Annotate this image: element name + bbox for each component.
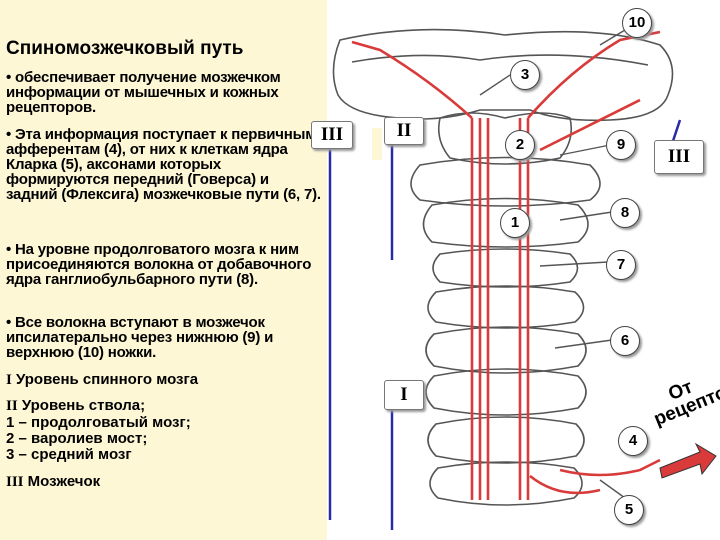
number-4: 4 [618, 426, 648, 456]
legend-level-ii: II Уровень ствола; [6, 397, 146, 414]
legend-level-iii: III Мозжечок [6, 473, 101, 490]
legend-medulla: 1 – продолговатый мозг; [6, 414, 191, 431]
paragraph-afferents: • Эта информация поступает к первичным а… [6, 126, 321, 203]
fiber-clarke [529, 474, 601, 495]
number-7: 7 [606, 250, 636, 280]
spinal-section-2 [427, 285, 585, 329]
leader-5 [599, 479, 626, 499]
legend-midbrain: 3 – средний мозг [6, 446, 132, 463]
number-1: 1 [500, 208, 530, 238]
midbrain-section [437, 112, 573, 165]
paragraph-function: • обеспечивает получение мозжечком инфор… [6, 69, 281, 116]
level-marker-iii-right: III [654, 140, 704, 174]
number-2: 2 [505, 130, 535, 160]
fiber-top-right [527, 30, 661, 119]
page-title: Спиномозжечковый путь [6, 38, 244, 59]
spinal-section-6 [429, 461, 583, 506]
leader-10 [599, 29, 626, 46]
number-8: 8 [610, 198, 640, 228]
number-9: 9 [606, 130, 636, 160]
fiber-top-left [351, 40, 473, 119]
paragraph-peduncles: • Все волокна вступают в мозжечок ипсила… [6, 314, 274, 361]
text-panel-strip [372, 128, 382, 160]
number-10: 10 [622, 8, 652, 38]
level-marker-ii: II [384, 117, 424, 145]
legend-pons: 2 – варолиев мост; [6, 430, 148, 447]
receptor-label: От рецепторов [650, 369, 720, 431]
level-marker-i: I [384, 380, 424, 410]
spinal-section-4 [425, 368, 587, 416]
pons-section [410, 156, 601, 207]
level-marker-iii-left: III [311, 121, 353, 149]
text-panel [0, 0, 327, 540]
cerebellum-outline [332, 28, 674, 122]
leader-3 [479, 74, 511, 96]
leader-6 [554, 339, 613, 349]
receptor-arrow [659, 442, 717, 479]
fiber-entry [559, 458, 661, 477]
paragraph-medulla: • На уровне продолговатого мозга к ним п… [6, 241, 312, 288]
leader-7 [539, 261, 609, 267]
spinal-section-3 [425, 326, 587, 374]
number-6: 6 [610, 326, 640, 356]
number-3: 3 [510, 60, 540, 90]
number-leaders [479, 29, 626, 499]
spinal-section-5 [427, 416, 585, 464]
leader-8 [559, 211, 613, 221]
legend-level-i: I Уровень спинного мозга [6, 371, 199, 388]
spinal-section-1 [432, 248, 579, 288]
leader-9 [559, 144, 611, 156]
cerebellum-inner [351, 54, 649, 66]
level-markers [318, 119, 682, 530]
number-5: 5 [614, 495, 644, 525]
